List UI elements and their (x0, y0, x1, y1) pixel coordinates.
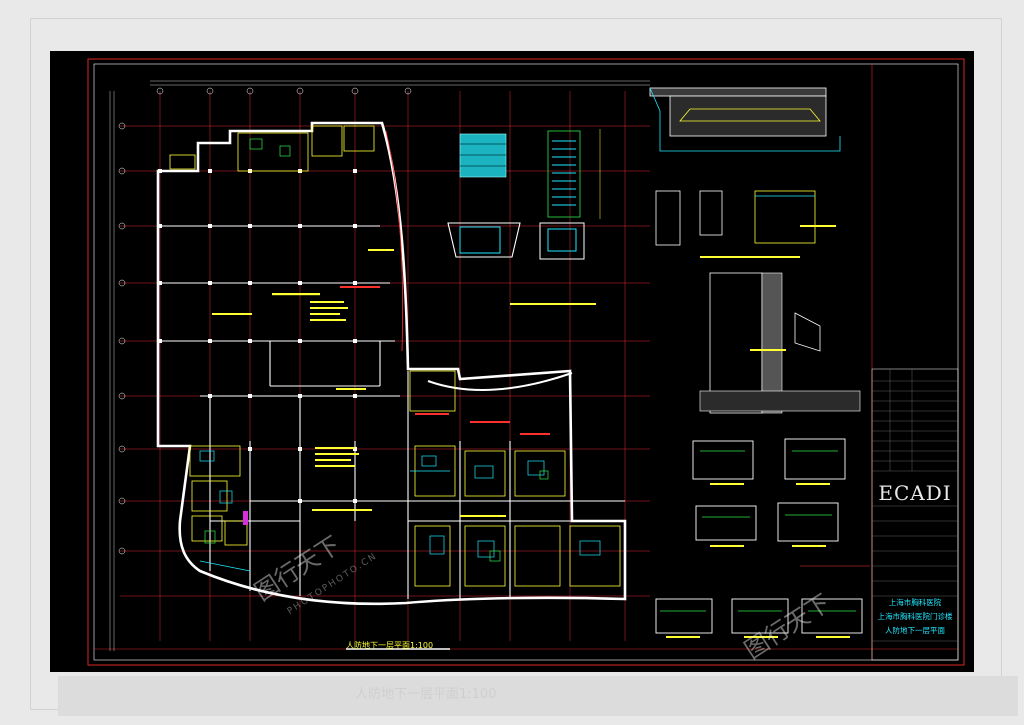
wall-section-tall (699, 272, 861, 414)
dimension-lines (109, 80, 650, 651)
wall-section-top (649, 87, 841, 152)
building-outline (156, 121, 627, 606)
firm-logo: ECADI (878, 481, 952, 505)
axis-grid (120, 91, 650, 641)
ghost-plan-title: 人防地下一层平面1:100 (355, 687, 497, 702)
well-cover-side-detail (547, 129, 601, 219)
inner-border (93, 63, 959, 661)
building-name: 上海市胸科医院门诊楼 (877, 612, 953, 621)
curved-red-line (385, 130, 404, 352)
plan-title: 人防地下一层平面1:100 (346, 641, 434, 650)
interior-walls (160, 225, 625, 599)
well-section-detail (447, 222, 585, 260)
magenta-mark (243, 511, 248, 525)
background-strip (58, 676, 1018, 716)
section-label-bars (666, 483, 850, 638)
title-block: ECADI 上海市胸科医院 上海市胸科医院门诊楼 人防地下一层平面 (872, 369, 958, 665)
blue-fixtures (199, 450, 601, 572)
plan-annotations (212, 249, 506, 517)
green-fixtures (204, 138, 549, 562)
title-block-grid (871, 368, 959, 661)
detail-label-bars (510, 225, 836, 351)
service-rooms (169, 125, 621, 587)
cad-drawing (87, 58, 965, 666)
section-details (655, 438, 863, 634)
red-annotations (340, 286, 550, 435)
wall-section-anchors (655, 190, 816, 246)
section-green (660, 450, 856, 612)
cad-drawing-sheet: ECADI 上海市胸科医院 上海市胸科医院门诊楼 人防地下一层平面 人防地下一层… (50, 51, 974, 672)
outer-border (87, 58, 965, 666)
sheet-name: 人防地下一层平面 (885, 626, 945, 635)
columns (158, 169, 357, 503)
axis-bubbles (118, 87, 412, 555)
well-cover-plan-detail (459, 133, 507, 178)
curved-wall (427, 372, 573, 391)
project-name: 上海市胸科医院 (888, 598, 942, 607)
